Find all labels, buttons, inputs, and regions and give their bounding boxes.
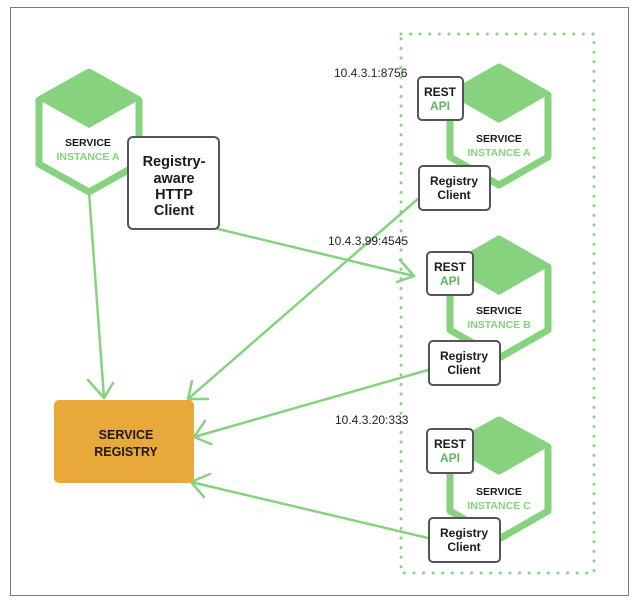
- rest-api-line-2: API: [440, 274, 460, 288]
- instance-address: 10.4.3.1:8756: [334, 66, 408, 80]
- registry-client-line-1: Registry: [440, 349, 488, 363]
- service-instance-c: 10.4.3.20:333 SERVICE INSTANCE C REST AP…: [335, 413, 552, 563]
- registry-client-line-2: Client: [437, 188, 470, 202]
- client-service-instance-a: SERVICE INSTANCE A: [35, 68, 143, 196]
- http-client-line-3: HTTP: [155, 187, 193, 203]
- instance-title: SERVICE: [476, 133, 522, 145]
- connector-instance-a-to-registry: [186, 196, 421, 401]
- rest-api-line-1: REST: [434, 437, 467, 451]
- arrowhead-client-to-registry: [86, 378, 115, 400]
- service-instance-b: 10.4.3.99:4545 SERVICE INSTANCE B REST A…: [328, 234, 552, 386]
- service-registry: SERVICE REGISTRY: [54, 400, 194, 483]
- rest-api-line-1: REST: [424, 85, 457, 99]
- connector-instance-c-to-registry: [189, 480, 430, 540]
- instance-title: SERVICE: [476, 486, 522, 498]
- service-registry-line-1: SERVICE: [99, 428, 154, 442]
- connector-http-client-to-instance-b: [216, 227, 416, 278]
- http-client-box: [127, 136, 220, 230]
- arrowhead-instance-a-to-registry: [186, 379, 210, 401]
- connector-client-to-registry: [87, 190, 106, 400]
- registry-client-line-2: Client: [447, 540, 480, 554]
- registry-client-line-2: Client: [447, 363, 480, 377]
- instances-group-boundary-full: [399, 32, 596, 575]
- registry-client-box: [418, 165, 491, 211]
- hexagon-top-face: [450, 420, 548, 475]
- rest-api-box: [426, 428, 474, 474]
- hexagon-top-face: [39, 72, 139, 128]
- registry-aware-http-client: Registry- aware HTTP Client: [127, 136, 220, 230]
- instance-address: 10.4.3.99:4545: [328, 234, 408, 248]
- service-registry-line-2: REGISTRY: [94, 445, 158, 459]
- rest-api-line-2: API: [440, 451, 460, 465]
- connectors: [86, 190, 430, 540]
- registry-client-box: [428, 517, 501, 563]
- arrowhead-http-client-to-instance-b: [395, 258, 416, 284]
- http-client-line-1: Registry-: [143, 154, 206, 170]
- rest-api-line-2: API: [430, 99, 450, 113]
- registry-client-line-1: Registry: [430, 174, 478, 188]
- connector-instance-b-to-registry: [192, 368, 430, 439]
- instance-subtitle: INSTANCE A: [468, 147, 531, 159]
- rest-api-line-1: REST: [434, 260, 467, 274]
- registry-client-box: [428, 340, 501, 386]
- http-client-line-2: aware: [153, 171, 194, 187]
- hexagon-top-face: [450, 67, 548, 123]
- instance-subtitle: INSTANCE B: [467, 319, 531, 331]
- instance-subtitle: INSTANCE C: [467, 500, 531, 512]
- client-service-title: SERVICE: [65, 137, 111, 149]
- service-registry-box: [54, 400, 194, 483]
- hexagon-top-face: [450, 239, 548, 295]
- instance-address: 10.4.3.20:333: [335, 413, 409, 427]
- instance-title: SERVICE: [476, 305, 522, 317]
- http-client-line-4: Client: [154, 203, 194, 219]
- registry-client-line-1: Registry: [440, 526, 488, 540]
- rest-api-box: [417, 76, 464, 121]
- client-service-subtitle: INSTANCE A: [57, 151, 120, 163]
- service-instance-a: 10.4.3.1:8756 SERVICE INSTANCE A REST AP…: [334, 63, 552, 211]
- rest-api-box: [426, 251, 474, 296]
